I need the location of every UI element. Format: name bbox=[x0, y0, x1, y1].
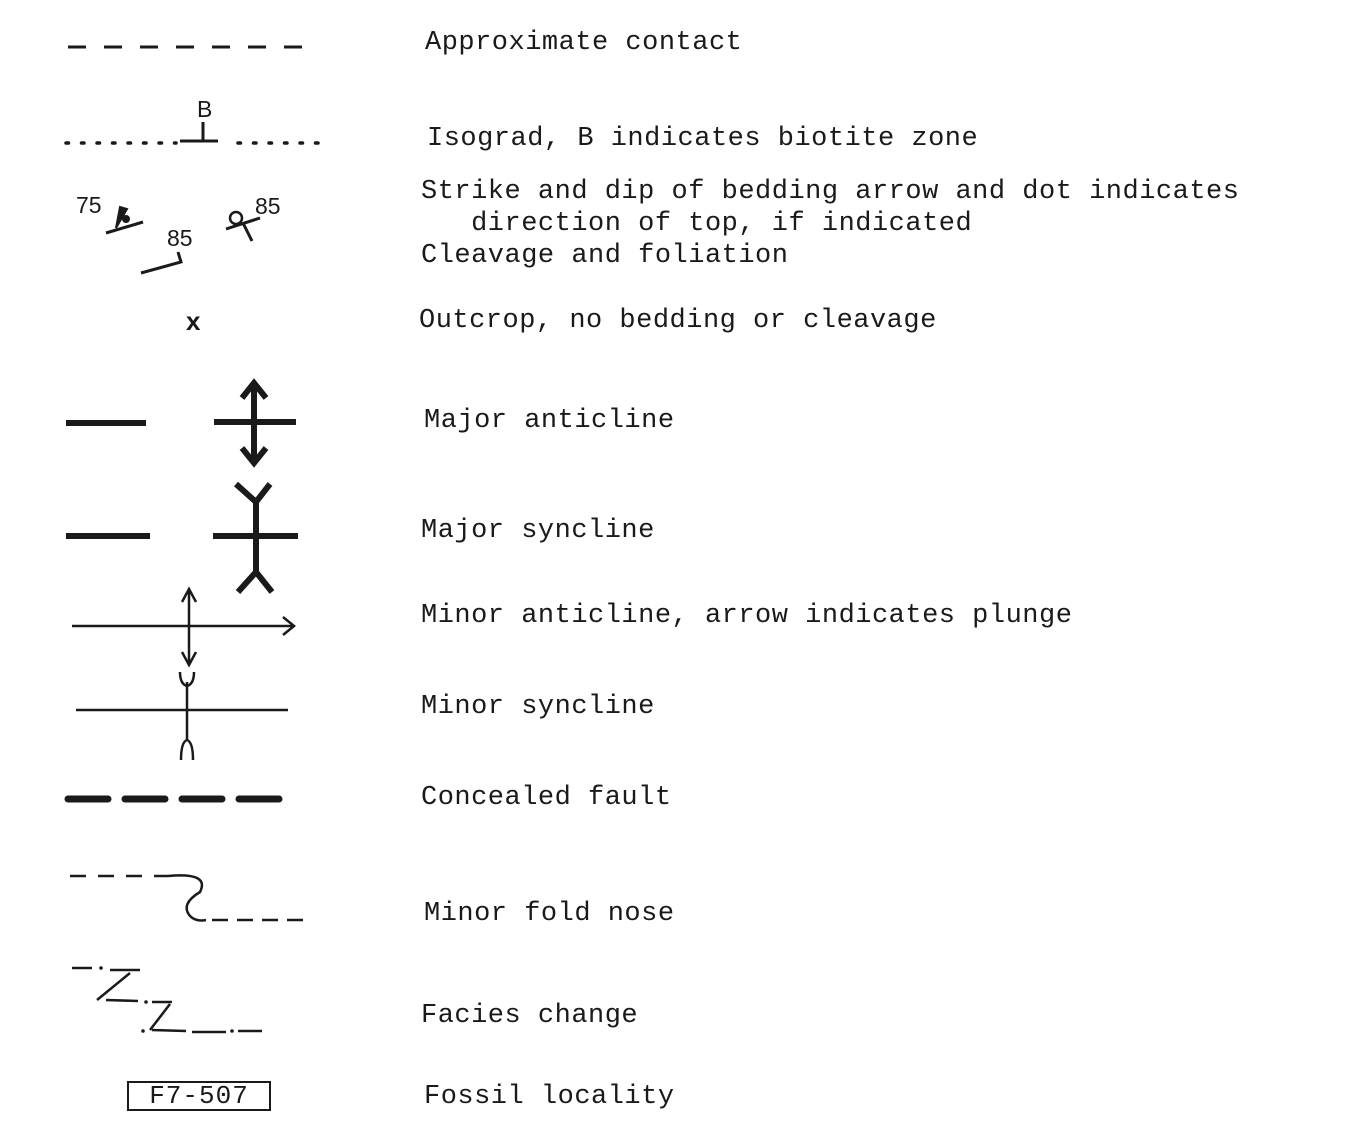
strike-dip-label-line2: direction of top, if indicated bbox=[421, 209, 973, 239]
minor-fold-nose-label: Minor fold nose bbox=[424, 899, 675, 929]
minor-syncline-label: Minor syncline bbox=[421, 692, 655, 722]
cleavage-symbol bbox=[140, 251, 183, 275]
major-syncline-label: Major syncline bbox=[421, 516, 655, 546]
facies-change-symbol bbox=[72, 966, 262, 1034]
approximate-contact-label: Approximate contact bbox=[425, 28, 743, 58]
minor-anticline-label: Minor anticline, arrow indicates plunge bbox=[421, 601, 1073, 631]
major-anticline-symbol bbox=[66, 378, 296, 468]
minor-fold-nose-symbol bbox=[70, 874, 308, 922]
major-syncline-symbol bbox=[66, 481, 298, 595]
strike-dip-symbol bbox=[105, 205, 261, 242]
strike-dip-label-line1: Strike and dip of bedding arrow and dot … bbox=[421, 177, 1240, 207]
strike-dip-value-2: 85 bbox=[167, 225, 193, 251]
facies-change-label: Facies change bbox=[421, 1001, 639, 1031]
fossil-locality-symbol: F7-507 bbox=[127, 1081, 271, 1111]
isograd-symbol-letter: B bbox=[197, 96, 213, 122]
isograd-symbol bbox=[64, 122, 322, 145]
minor-syncline-symbol bbox=[76, 671, 288, 761]
concealed-fault-label: Concealed fault bbox=[421, 783, 672, 813]
strike-dip-value-3: 85 bbox=[255, 193, 281, 219]
major-anticline-label: Major anticline bbox=[424, 406, 675, 436]
cleavage-label: Cleavage and foliation bbox=[421, 241, 789, 271]
fossil-locality-label: Fossil locality bbox=[424, 1082, 675, 1112]
outcrop-symbol: x bbox=[186, 306, 201, 336]
outcrop-label: Outcrop, no bedding or cleavage bbox=[419, 306, 937, 336]
strike-dip-value-1: 75 bbox=[76, 192, 102, 218]
isograd-label: Isograd, B indicates biotite zone bbox=[427, 124, 979, 154]
minor-anticline-symbol bbox=[72, 586, 296, 668]
